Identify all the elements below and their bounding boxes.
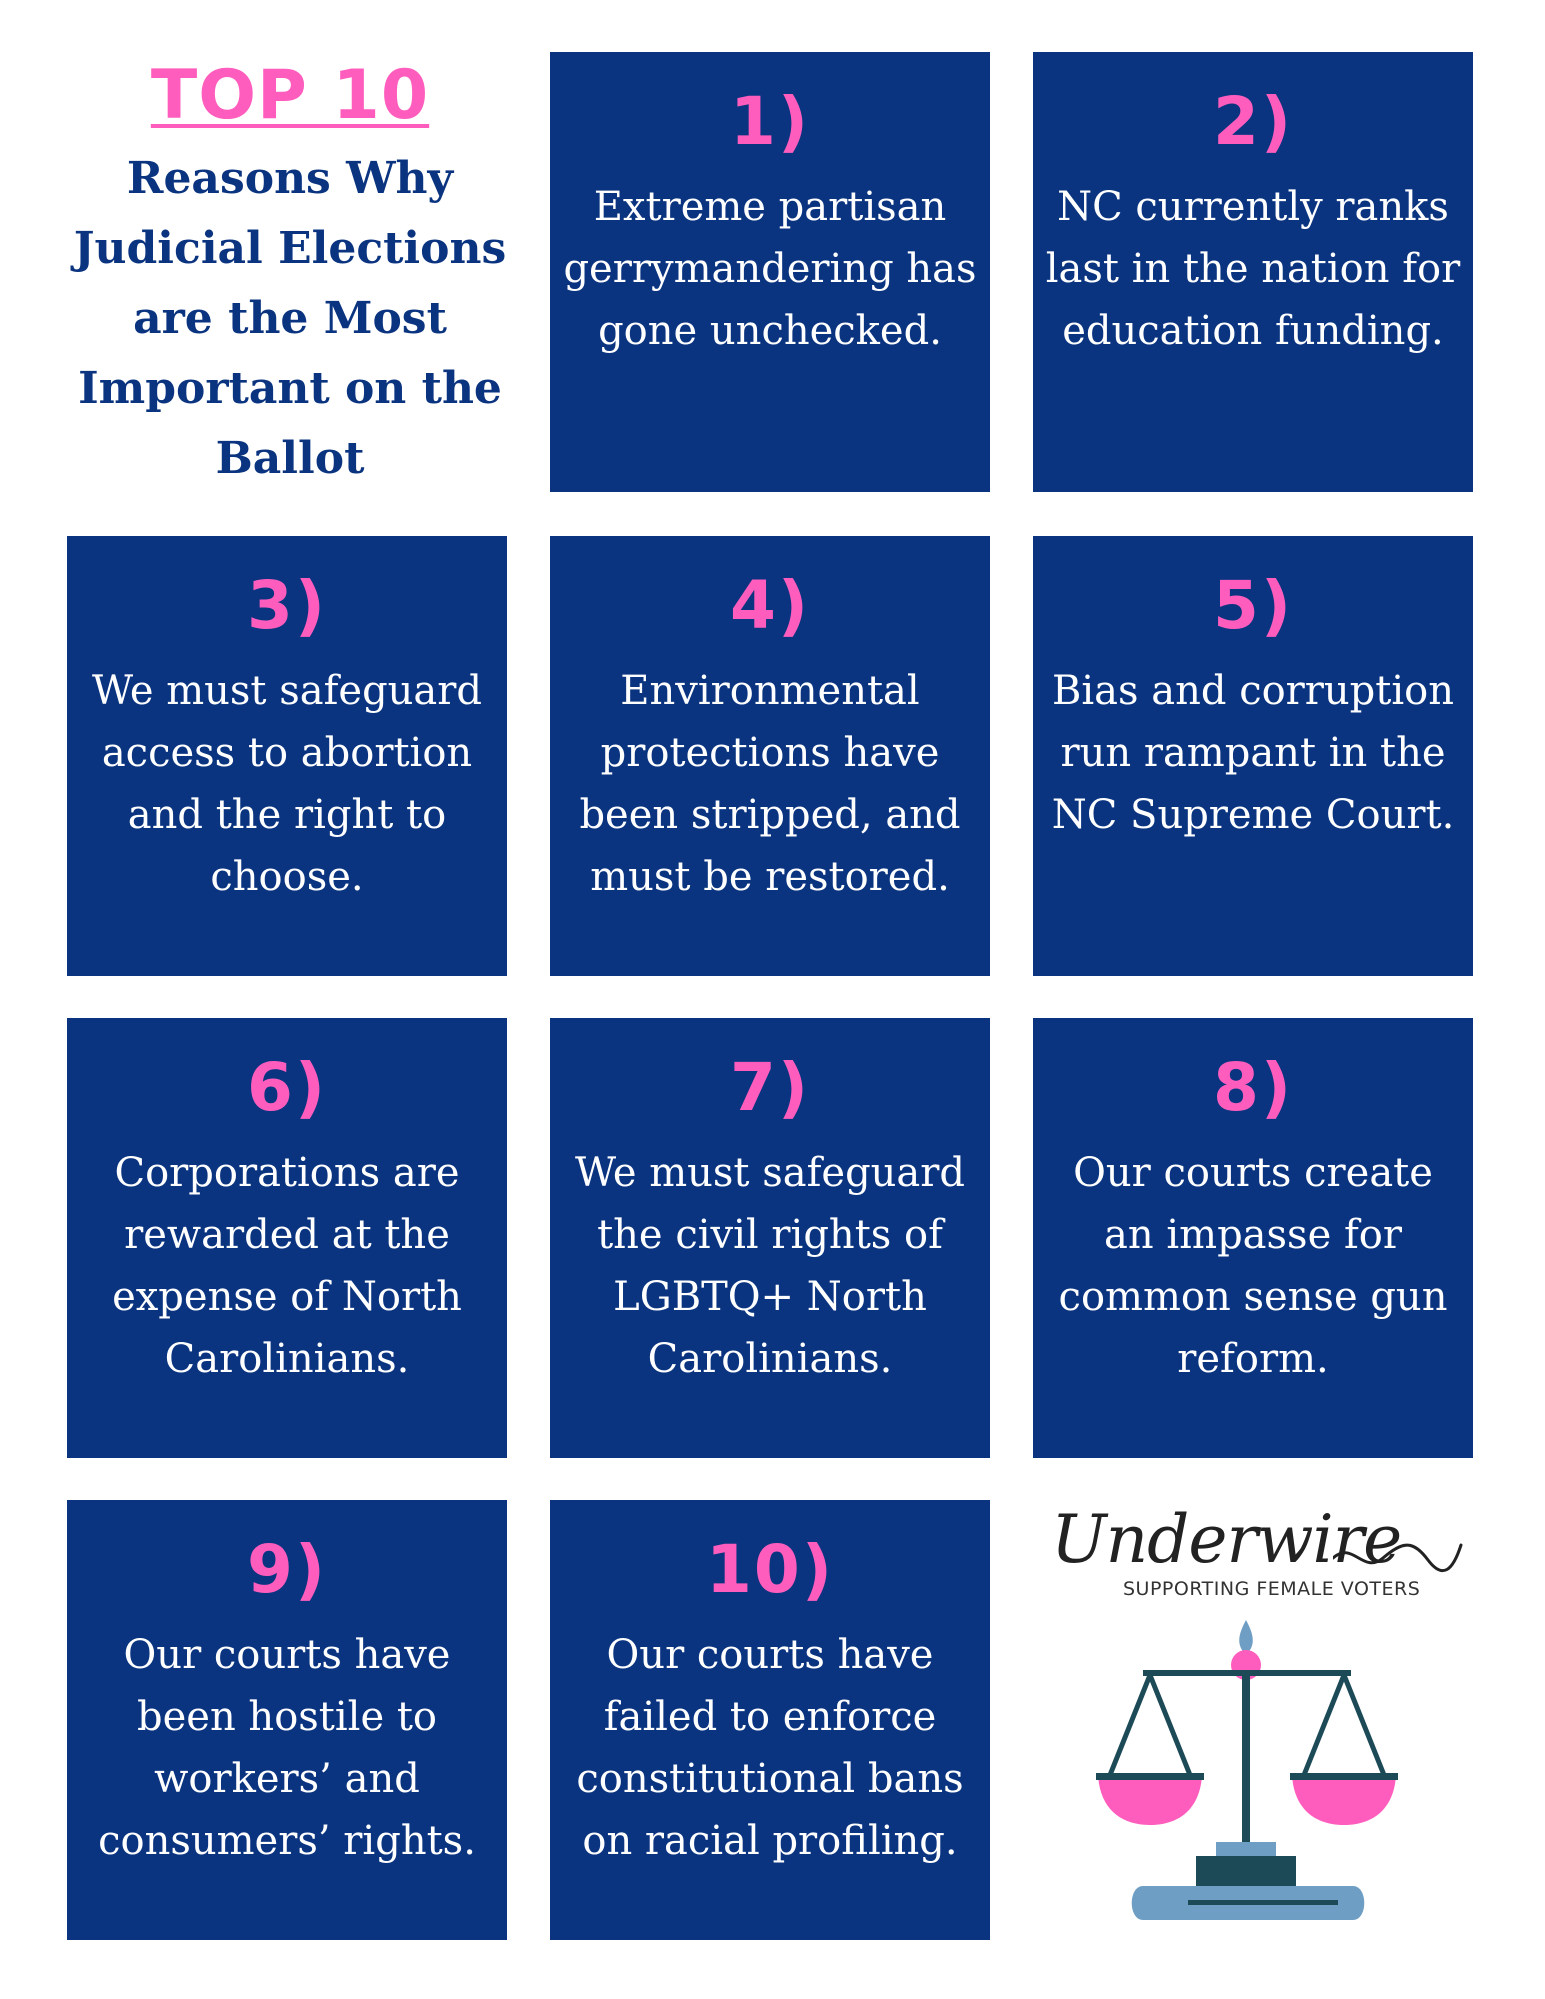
- underwire-logo: Underwire SUPPORTING FEMALE VOTERS: [1033, 1500, 1473, 1970]
- reason-text: NC currently ranks last in the nation fo…: [1045, 184, 1461, 354]
- reason-card-6: 6) Corporations are rewarded at the expe…: [67, 1018, 507, 1458]
- reason-text: Our courts create an impasse for common …: [1058, 1150, 1448, 1382]
- scales-of-justice-icon: [1096, 1620, 1398, 1920]
- reason-number: 10): [705, 1531, 834, 1608]
- reason-card-3: 3) We must safeguard access to abortion …: [67, 536, 507, 976]
- reason-text: Corporations are rewarded at the expense…: [112, 1150, 462, 1382]
- swoosh-icon: [1333, 1543, 1463, 1573]
- reason-number: 9): [246, 1531, 328, 1608]
- reason-number: 5): [1212, 567, 1294, 644]
- logo-tagline: SUPPORTING FEMALE VOTERS: [1123, 1578, 1421, 1600]
- reason-card-4: 4) Environmental protections have been s…: [550, 536, 990, 976]
- logo-wordmark: Underwire: [1051, 1501, 1402, 1578]
- reason-number: 3): [246, 567, 328, 644]
- reason-text: We must safeguard access to abortion and…: [91, 668, 483, 900]
- reason-text: Our courts have been hostile to workers’…: [98, 1632, 476, 1864]
- reason-number: 2): [1212, 83, 1294, 160]
- reason-text: Bias and corruption run rampant in the N…: [1051, 668, 1455, 838]
- reason-card-2: 2) NC currently ranks last in the nation…: [1033, 52, 1473, 492]
- reason-text: Environmental protections have been stri…: [579, 668, 961, 900]
- top-ten-title: TOP 10: [150, 56, 430, 135]
- reason-number: 4): [729, 567, 811, 644]
- header: TOP 10 Reasons Why Judicial Elections ar…: [55, 52, 525, 492]
- reason-text: Our courts have failed to enforce consti…: [576, 1632, 964, 1864]
- reason-card-1: 1) Extreme partisan gerrymandering has g…: [550, 52, 990, 492]
- reason-number: 1): [729, 83, 811, 160]
- page-subtitle: Reasons Why Judicial Elections are the M…: [73, 153, 507, 484]
- reason-number: 6): [246, 1049, 328, 1126]
- reason-card-10: 10) Our courts have failed to enforce co…: [550, 1500, 990, 1940]
- reason-card-8: 8) Our courts create an impasse for comm…: [1033, 1018, 1473, 1458]
- reason-card-7: 7) We must safeguard the civil rights of…: [550, 1018, 990, 1458]
- reason-number: 8): [1212, 1049, 1294, 1126]
- reason-text: Extreme partisan gerrymandering has gone…: [563, 184, 977, 354]
- reason-card-9: 9) Our courts have been hostile to worke…: [67, 1500, 507, 1940]
- reason-text: We must safeguard the civil rights of LG…: [574, 1150, 966, 1382]
- reason-card-5: 5) Bias and corruption run rampant in th…: [1033, 536, 1473, 976]
- reason-number: 7): [729, 1049, 811, 1126]
